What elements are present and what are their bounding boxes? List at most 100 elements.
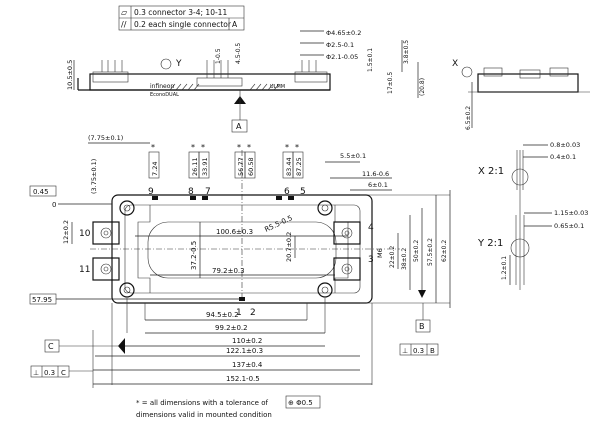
- dim-99-2: 99.2±0.2: [215, 324, 248, 332]
- pin-label-6: 6: [284, 187, 290, 197]
- svg-text:0.3: 0.3: [413, 347, 424, 355]
- detail-x: X 2:1 0.8±0.03 0.4±0.1: [478, 141, 580, 205]
- tolerance-text-2: 0.2 each single connector: [134, 20, 232, 29]
- detail-y-label: Y 2:1: [477, 238, 503, 249]
- logo-label: ULMM: [270, 84, 285, 90]
- svg-text:*: *: [247, 143, 251, 152]
- dim-7-75: (7.75±0.1): [88, 134, 123, 142]
- mounting-hole-bl: [119, 282, 135, 298]
- pin-label-4: 4: [368, 223, 374, 233]
- dim-10-5: 10.5±0.5: [66, 60, 74, 90]
- flatness-c: ⊥ 0.3 C: [30, 365, 93, 378]
- datum-c-label: C: [48, 342, 54, 351]
- top-dim-56-77: 56.77: [237, 157, 245, 176]
- dim-0-45: 0.45: [33, 188, 49, 196]
- dim-3-75: (3.75±0.1): [90, 159, 98, 194]
- top-dim-87-25: 87.25: [295, 157, 303, 176]
- top-dim-boxes: * * * * * * * 7.24 26.11 33.91 56.77 60.…: [148, 143, 304, 179]
- dim-d2-1: Φ2.1-0.05: [326, 53, 358, 61]
- pin-label-1: 1: [236, 308, 242, 318]
- top-dim-60-58: 60.58: [247, 157, 255, 176]
- detail-x-dim1: 0.8±0.03: [550, 141, 580, 149]
- detail-y-dim3: 1.2±0.1: [501, 256, 508, 280]
- pin-label-9: 9: [148, 187, 154, 197]
- dim-11-6: 11.6-0.6: [362, 170, 389, 178]
- dim-d4-65: Φ4.65±0.2: [326, 29, 361, 37]
- dim-20-7: 20.7±0.2: [285, 232, 293, 262]
- detail-y-dim2: 0.65±0.1: [554, 222, 584, 230]
- dim-1-0-5: 1-0.5: [215, 48, 222, 64]
- pin-label-5: 5: [300, 187, 306, 197]
- svg-text:*: *: [151, 143, 155, 152]
- svg-text:B: B: [430, 347, 435, 355]
- bottom-dims: 94.5±0.2 99.2±0.2 110±0.2 122.1±0.3 137±…: [92, 298, 373, 388]
- dim-m6: M6: [376, 248, 384, 258]
- svg-text:C: C: [61, 369, 66, 377]
- dim-3-8: 3.8±0.5: [403, 40, 410, 64]
- dim-6: 6±0.1: [368, 181, 388, 189]
- note-line-1: * = all dimensions with a tolerance of: [136, 399, 268, 407]
- terminal-3: [333, 257, 361, 281]
- terminal-10: [92, 221, 120, 245]
- dim-100-6: 100.6±0.3: [216, 228, 253, 236]
- top-view: 9 8 7 6 5 4 3 10 11 1 2 * * * * * * * 7.…: [29, 134, 451, 388]
- end-view: 6.5±0.2: [465, 67, 590, 130]
- dim-22: 22±0.2: [389, 246, 396, 268]
- detail-x-marker: X: [452, 59, 458, 69]
- top-dim-33-91: 33.91: [201, 157, 209, 176]
- pin-label-8: 8: [188, 187, 194, 197]
- note-line-2: dimensions valid in mounted condition: [136, 411, 272, 419]
- pin-label-7: 7: [205, 187, 211, 197]
- detail-y: Y 2:1 1.15±0.03 0.65±0.1 1.2±0.1: [477, 205, 588, 290]
- aux-pins: [152, 196, 294, 301]
- svg-text:*: *: [295, 143, 299, 152]
- dim-d2-5: Φ2.5-0.1: [326, 41, 354, 49]
- dim-62: 62±0.2: [441, 240, 448, 262]
- dim-79-2: 79.2±0.3: [212, 267, 245, 275]
- pin-label-2: 2: [250, 308, 256, 318]
- dim-152-1: 152.1-0.5: [226, 375, 260, 383]
- svg-text:*: *: [285, 143, 289, 152]
- dim-20-8: (20.8): [419, 78, 426, 96]
- mounting-hole-tl: [119, 200, 135, 216]
- top-dim-83-44: 83.44: [285, 157, 293, 176]
- svg-text:*: *: [237, 143, 241, 152]
- detail-y-dim1: 1.15±0.03: [554, 209, 588, 217]
- dim-137: 137±0.4: [232, 361, 263, 369]
- mounting-hole-br: [317, 282, 333, 298]
- tolerance-ref-a: A: [232, 20, 238, 29]
- dim-122-1: 122.1±0.3: [226, 347, 263, 355]
- svg-text:*: *: [201, 143, 205, 152]
- tolerance-frame: ⏥ 0.3 connector 3-4; 10-11 // 0.2 each s…: [118, 5, 245, 31]
- datum-a-label: A: [236, 122, 242, 131]
- dim-5-5: 5.5±0.1: [340, 152, 366, 160]
- datum-b-label: B: [419, 322, 425, 331]
- dim-50: 50±0.2: [413, 240, 420, 262]
- note-tolerance-box: ⊕ Φ0.5: [288, 399, 313, 407]
- dim-38: 38±0.2: [401, 248, 408, 270]
- dim-12: 12±0.2: [62, 220, 70, 244]
- dim-94-5: 94.5±0.2: [206, 311, 239, 319]
- pin-label-3: 3: [368, 255, 374, 265]
- dim-0: 0: [52, 201, 56, 209]
- side-view: A infineon EconoDUAL ULMM Y X 10.5±0.5 1…: [66, 29, 473, 133]
- pin-label-10: 10: [79, 229, 91, 239]
- svg-text:⊥: ⊥: [33, 369, 39, 377]
- dim-17: 17±0.5: [387, 72, 394, 94]
- product-label: EconoDUAL: [150, 92, 179, 98]
- dim-r5-5: R5.5-0.5: [263, 214, 293, 234]
- dim-4-5: 4.5-0.5: [235, 43, 242, 64]
- svg-text:⊥: ⊥: [402, 347, 408, 355]
- detail-x-label: X 2:1: [478, 166, 504, 177]
- brand-label: infineon: [150, 83, 174, 90]
- dim-110: 110±0.2: [232, 337, 262, 345]
- svg-text:0.3: 0.3: [44, 369, 55, 377]
- svg-text:*: *: [191, 143, 195, 152]
- mounting-hole-tr: [317, 200, 333, 216]
- terminal-11: [92, 257, 120, 281]
- dim-1-5: 1.5±0.1: [367, 48, 374, 72]
- dim-57-95: 57.95: [32, 296, 52, 304]
- detail-y-marker: Y: [175, 59, 182, 69]
- tolerance-symbol-1: ⏥: [121, 8, 128, 17]
- top-dim-26-11: 26.11: [191, 157, 199, 176]
